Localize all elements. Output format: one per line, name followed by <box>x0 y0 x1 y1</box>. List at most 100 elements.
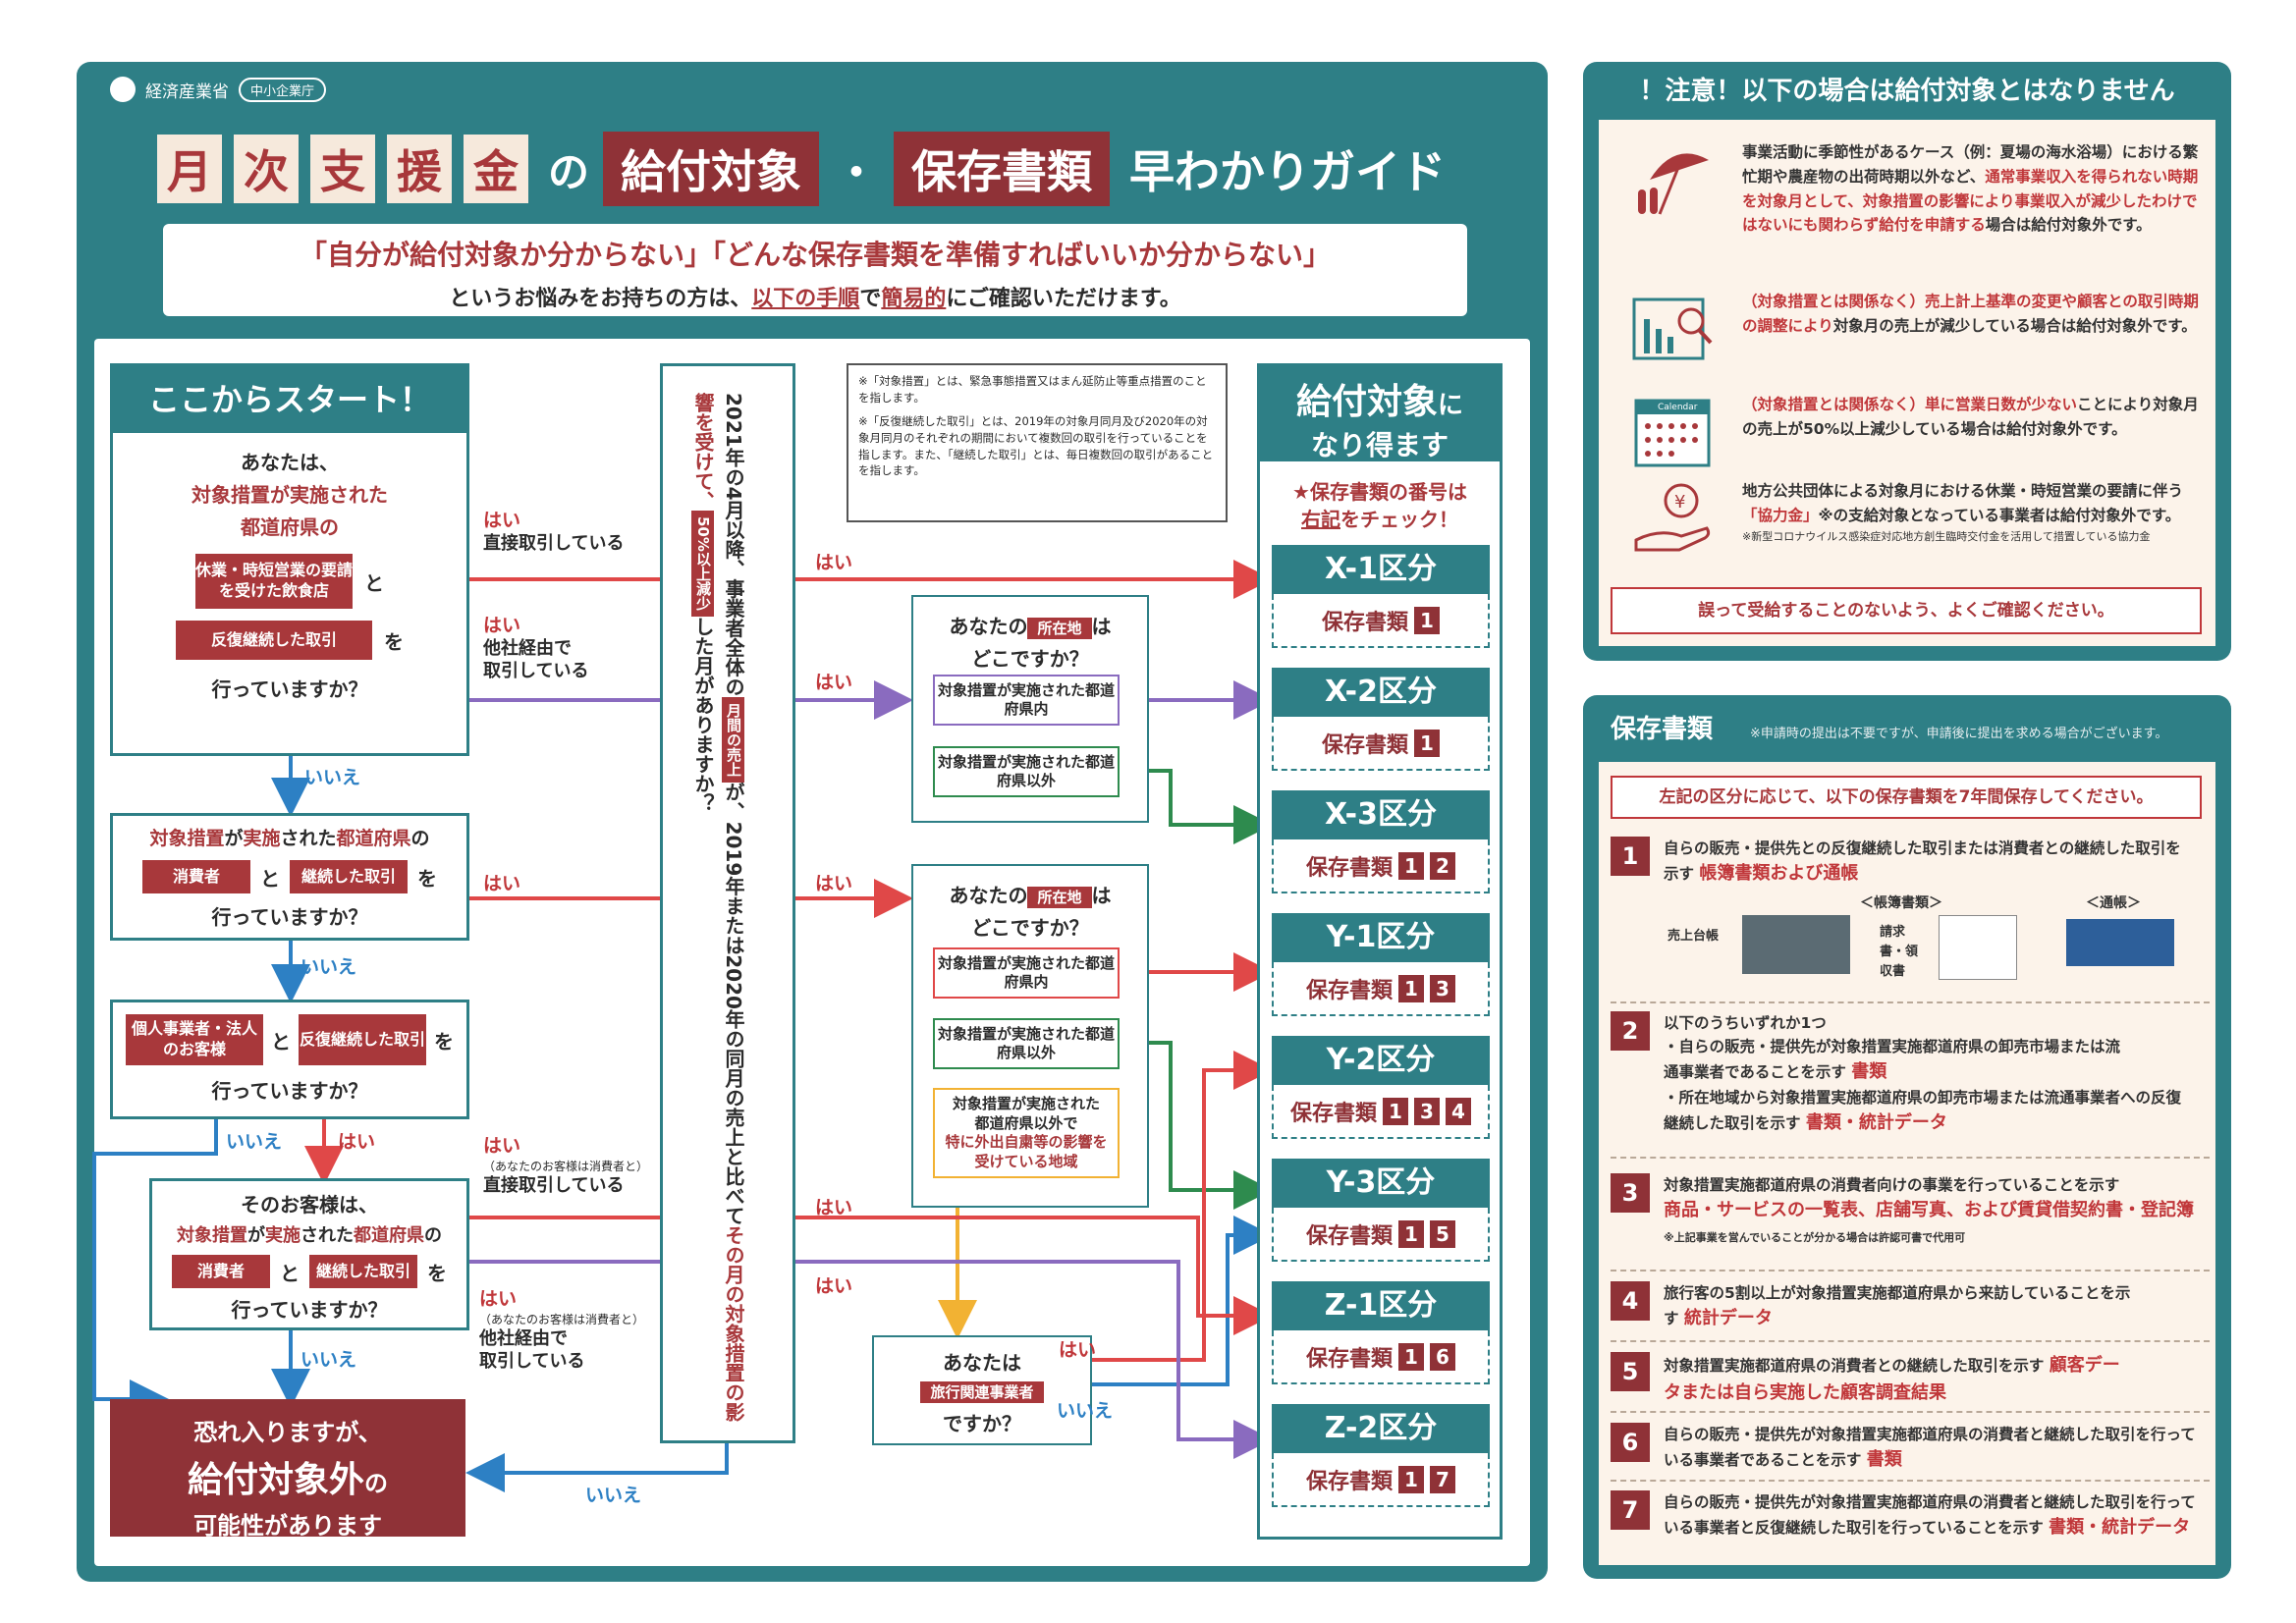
location-tag: 所在地 <box>1027 887 1092 908</box>
category-name: Z-2区分 <box>1272 1404 1490 1453</box>
warning-item-cooperation-fund: ¥ 地方公共団体による対象月における休業・時短営業の要請に伴う「協力金」※の支給… <box>1630 479 2210 558</box>
warn-text-red: 「協力金」 <box>1742 506 1819 524</box>
warning-text: 地方公共団体による対象月における休業・時短営業の要請に伴う「協力金」※の支給対象… <box>1742 479 2210 545</box>
definitions-note: ※「対象措置」とは、緊急事態措置又はまん延防止等重点措置のことを指します。 ※「… <box>847 363 1228 522</box>
document-number-badge: 2 <box>1430 851 1455 880</box>
warning-title: ！注意！以下の場合は給付対象とはなりません <box>1639 77 2175 106</box>
particle: を <box>384 629 404 654</box>
title-char: 金 <box>464 135 528 203</box>
warning-body <box>1599 120 2215 646</box>
eligible-head-text: に <box>1438 391 1464 420</box>
document-number-badge: 1 <box>1414 729 1440 757</box>
doc-text-red: 統計データ <box>1683 1308 1773 1329</box>
document-item-5: 5 対象措置実施都道府県の消費者との継続した取引を示す 顧客データまたは自ら実施… <box>1611 1352 2210 1413</box>
document-text: 自らの販売・提供先との反復継続した取引または消費者との継続した取引を示す 帳簿書… <box>1664 837 2194 1001</box>
via-other-label: 取引している <box>479 1351 585 1373</box>
yes-label: はい <box>483 1135 521 1157</box>
travel-no-label: いいえ <box>1057 1400 1114 1422</box>
ministry-name: 経済産業省 <box>145 81 229 102</box>
intro-highlight: 簡易的 <box>881 287 947 311</box>
warning-text: （対象措置とは関係なく）売上計上基準の変更や顧客との取引時期の調整により対象月の… <box>1742 290 2210 339</box>
start-tag-row: 休業・時短営業の要請を受けた飲食店 と <box>113 554 466 609</box>
start-heading: ここからスタート！ <box>113 366 466 433</box>
q4-q-end: 行っていますか？ <box>231 1298 388 1322</box>
q4-text: 実施 <box>265 1225 301 1246</box>
document-number-badge: 4 <box>1446 1097 1471 1125</box>
consumer-note: （あなたのお客様は消費者と） <box>483 1160 649 1173</box>
intro-text: というお悩みをお持ちの方は、 <box>449 287 752 311</box>
sales-ledger-label: 売上台帳 <box>1667 928 1720 944</box>
document-number-badge: 1 <box>1383 1097 1408 1125</box>
warn-text-red: （対象措置とは関係なく）単に営業日数が少ない <box>1742 396 2078 413</box>
document-number-badge: 1 <box>1398 974 1424 1002</box>
q3-tag-row: 個人事業者・法人のお客様 と 反復継続した取引 を <box>113 1014 466 1065</box>
doc-text: 以下のうちいずれか1つ <box>1664 1014 1827 1032</box>
location-q-text: どこですか？ <box>971 647 1089 671</box>
document-number-badge: 7 <box>1430 1465 1455 1493</box>
center-no-label: いいえ <box>585 1485 642 1506</box>
warn-footnote: ※新型コロナウイルス感染症対応地方創生臨時交付金を活用して措置している協力金 <box>1742 529 2151 543</box>
business-customer-tag: 個人事業者・法人のお客様 <box>126 1014 263 1065</box>
warning-text: （対象措置とは関係なく）単に営業日数が少ないことにより対象月の売上が50%以上減… <box>1742 393 2210 442</box>
warn-text: ことにより対象月の売上が50%以上減少している場合は給付対象外です。 <box>1742 396 2199 438</box>
intro-box: 「自分が給付対象か分からない」「どんな保存書類を準備すればいいか分からない」 と… <box>163 224 1467 316</box>
warn-text: 場合は給付対象外です。 <box>1985 216 2152 235</box>
affected-area-text: 都道府県以外で <box>974 1113 1078 1132</box>
monthly-sales-tag: 月間の売上 <box>721 696 744 783</box>
intro-text: にご確認いただけます。 <box>946 287 1181 311</box>
direct-label: 直接取引している <box>483 533 625 554</box>
warn-text-red: 通常事業収入を得られない時期を対象月として、対象措置の影響により事業収入が減少し… <box>1742 167 2199 235</box>
invoice-label: 請求書・領収書 <box>1880 924 1919 980</box>
document-number-badge: 5 <box>1430 1219 1455 1248</box>
category-name: Z-1区分 <box>1272 1281 1490 1330</box>
documents-instruction: 左記の区分に応じて、以下の保存書類を7年間保存してください。 <box>1611 776 2202 819</box>
particle: を <box>427 1261 447 1285</box>
document-item-3: 3 対象措置実施都道府県の消費者向けの事業を行っていることを示す 商品・サービス… <box>1611 1173 2210 1271</box>
intro-highlight: 以下の手順 <box>751 287 860 311</box>
fifty-percent-tag: 50%以上減少 <box>690 511 714 617</box>
doc-text: 旅行客の5割以上が対象措置実施都道府県から来訪していることを示す <box>1664 1284 2131 1328</box>
document-label: 保存書類 <box>1289 1101 1377 1126</box>
category-name: X-2区分 <box>1272 668 1490 717</box>
sme-agency-logo: 中小企業庁 <box>239 77 327 102</box>
document-item-2: 2 以下のうちいずれか1つ ・自らの販売・提供先が対象措置実施都道府県の卸売市場… <box>1611 1011 2210 1159</box>
document-number: 4 <box>1611 1281 1650 1321</box>
center-yes-label: はい <box>815 1197 853 1218</box>
center-yes-label: はい <box>815 672 853 693</box>
center-text: 2021年の4月以降、事業者全体の <box>722 393 745 697</box>
note-repeat-transactions: ※「反復継続した取引」とは、2019年の対象月同月及び2020年の対象月同月のそ… <box>858 414 1214 478</box>
document-number-badge: 1 <box>1398 1342 1424 1371</box>
consumer-tag: 消費者 <box>142 860 250 893</box>
end-line-1: 恐れ入りますが、 <box>193 1419 382 1446</box>
doc-text-red: 商品・サービスの一覧表、店舗写真、および賃貸借契約書・登記簿 <box>1664 1200 2194 1221</box>
location-q-text: は <box>1091 884 1112 907</box>
warning-item-business-days: Calendar （対象措置とは関係なく）単に営業日数が少ないことにより対象月の… <box>1630 393 2210 471</box>
end-line-2: 給付対象外の <box>110 1451 465 1502</box>
start-q-line: あなたは、 <box>241 451 339 474</box>
intro-line-1: 「自分が給付対象か分からない」「どんな保存書類を準備すればいいか分からない」 <box>299 239 1331 271</box>
doc-text-red: 書類・統計データ <box>1805 1111 1947 1133</box>
consumer-tag: 消費者 <box>172 1255 270 1288</box>
location-tag: 所在地 <box>1027 618 1092 639</box>
sales-ledger-image <box>1742 914 1850 974</box>
consumer-note: （あなたのお客様は消費者と） <box>479 1313 645 1326</box>
travel-question-box: あなたは 旅行関連事業者 ですか？ <box>872 1335 1092 1445</box>
via-other-label: 他社経由で <box>479 1328 568 1349</box>
document-number: 7 <box>1611 1490 1650 1530</box>
ministry-logo-row: 経済産業省 中小企業庁 <box>110 77 327 102</box>
warning-text: 事業活動に季節性があるケース（例：夏場の海水浴場）における繁忙期や農産物の出荷時… <box>1742 140 2210 238</box>
location-q-text: あなたの <box>949 884 1028 907</box>
yes-label: はい <box>483 615 521 636</box>
q2-text: の <box>410 828 430 849</box>
travel-business-tag: 旅行関連事業者 <box>920 1381 1044 1403</box>
particle: と <box>271 1029 291 1054</box>
affected-area-text: 対象措置が実施された <box>952 1095 1100 1112</box>
